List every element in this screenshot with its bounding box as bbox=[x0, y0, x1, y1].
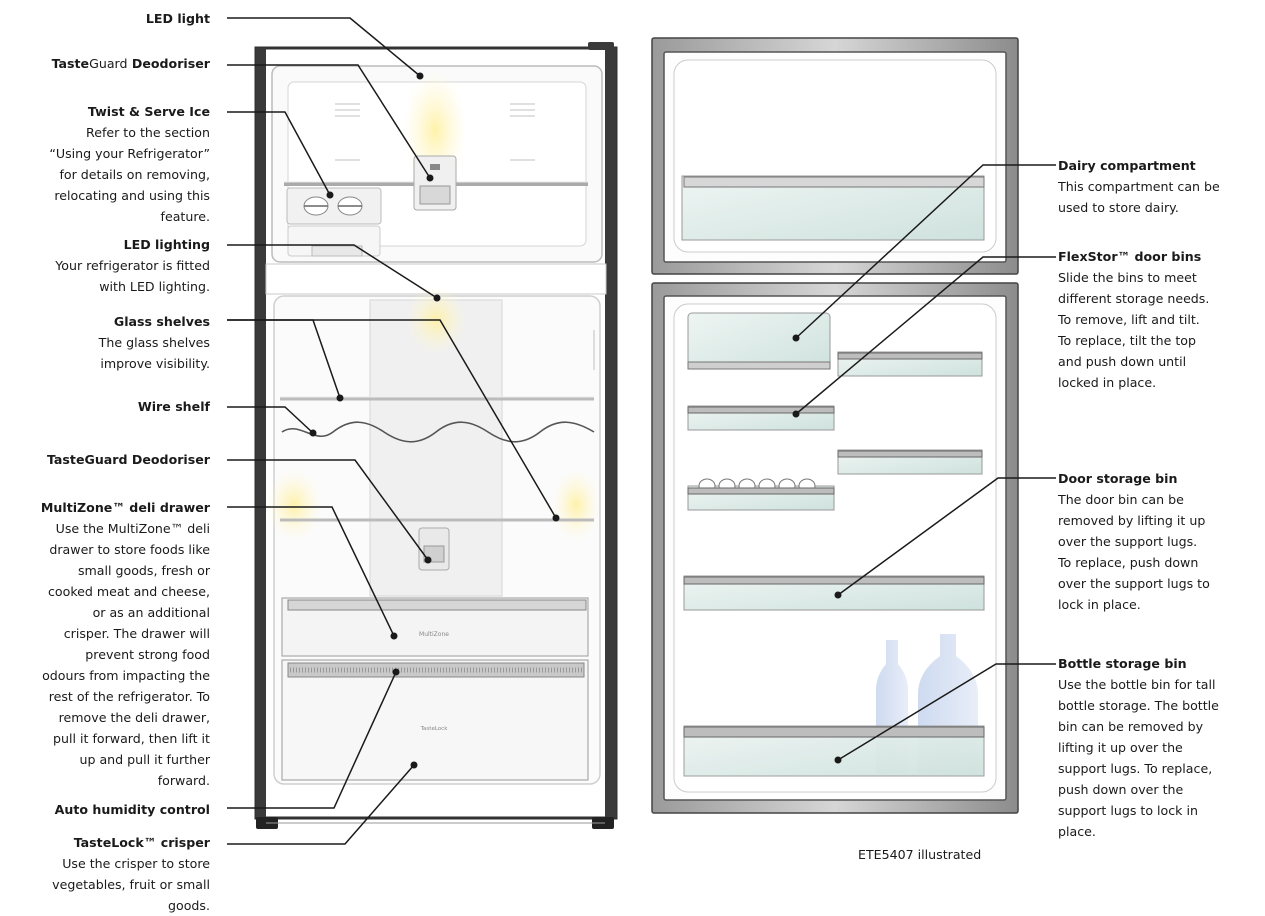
desc-line: locked in place. bbox=[1058, 375, 1157, 390]
label-desc: Your refrigerator is fitted with LED ligh… bbox=[55, 255, 210, 297]
desc-line: small goods, fresh or bbox=[77, 563, 210, 578]
desc-line: forward. bbox=[157, 773, 210, 788]
desc-line: over the support lugs to bbox=[1058, 576, 1210, 591]
label-title: TasteLock™ crisper bbox=[73, 835, 210, 850]
desc-line: Use the crisper to store bbox=[62, 856, 210, 871]
label-title: Dairy compartment bbox=[1058, 158, 1196, 173]
label-title: Glass shelves bbox=[113, 314, 210, 329]
label-desc: Slide the bins to meet different storage … bbox=[1058, 267, 1209, 393]
desc-line: odours from impacting the bbox=[42, 668, 210, 683]
label-desc: Use the crisper to store vegetables, frui… bbox=[52, 853, 210, 916]
crisper bbox=[281, 659, 589, 781]
desc-line: support lugs to lock in bbox=[1058, 803, 1198, 818]
desc-line: bin can be removed by bbox=[1058, 719, 1204, 734]
label-title: Twist & Serve Ice bbox=[87, 104, 210, 119]
desc-line: for details on removing, bbox=[59, 167, 210, 182]
drawer-logo: MultiZone bbox=[419, 631, 449, 638]
label-desc: Refer to the section “Using your Refriger… bbox=[49, 122, 210, 227]
label-title: Bottle storage bin bbox=[1058, 656, 1187, 671]
desc-line: goods. bbox=[168, 898, 210, 913]
label-auto-humidity: Auto humidity control bbox=[55, 799, 210, 820]
label-title: Auto humidity control bbox=[54, 802, 210, 817]
desc-line: prevent strong food bbox=[85, 647, 210, 662]
desc-line: “Using your Refrigerator” bbox=[49, 146, 210, 161]
fridge-door bbox=[651, 282, 1019, 814]
label-title: MultiZone™ deli drawer bbox=[40, 500, 210, 515]
label-glass-shelves: Glass shelves The glass shelves improve v… bbox=[99, 311, 210, 374]
desc-line: rest of the refrigerator. To bbox=[48, 689, 210, 704]
label-desc: Use the MultiZone™ deli drawer to store f… bbox=[41, 518, 210, 791]
callout-dots bbox=[309, 72, 842, 769]
label-title: LED light bbox=[145, 11, 210, 26]
label-twist-serve: Twist & Serve Ice Refer to the section “U… bbox=[49, 101, 210, 227]
desc-line: lock in place. bbox=[1058, 597, 1141, 612]
desc-line: Refer to the section bbox=[86, 125, 210, 140]
desc-line: Your refrigerator is fitted bbox=[55, 258, 210, 273]
crisper-logo: TasteLock bbox=[420, 726, 449, 732]
desc-line: To remove, lift and tilt. bbox=[1058, 312, 1200, 327]
fresh-food-compartment: MultiZone TasteLock bbox=[266, 286, 601, 785]
label-title: FlexStor™ door bins bbox=[1058, 249, 1202, 264]
desc-line: drawer to store foods like bbox=[49, 542, 210, 557]
label-bottle-bin: Bottle storage bin Use the bottle bin fo… bbox=[1058, 653, 1219, 842]
label-title: TasteGuard Deodoriser bbox=[51, 56, 210, 71]
desc-line: pull it forward, then lift it bbox=[53, 731, 210, 746]
label-desc: This compartment can be used to store dai… bbox=[1058, 176, 1220, 218]
label-desc: The door bin can be removed by lifting it… bbox=[1058, 489, 1210, 615]
freezer-door bbox=[651, 37, 1019, 275]
desc-line: relocating and using this bbox=[54, 188, 210, 203]
label-door-bin: Door storage bin The door bin can be remo… bbox=[1058, 468, 1210, 615]
desc-line: or as an additional bbox=[92, 605, 210, 620]
desc-line: support lugs. To replace, bbox=[1058, 761, 1213, 776]
ice-tray bbox=[286, 187, 382, 225]
label-title: LED lighting bbox=[123, 237, 210, 252]
desc-line: To replace, tilt the top bbox=[1058, 333, 1196, 348]
desc-line: cooked meat and cheese, bbox=[47, 584, 210, 599]
label-multizone: MultiZone™ deli drawer Use the MultiZone… bbox=[41, 497, 210, 791]
desc-line: up and pull it further bbox=[79, 752, 210, 767]
label-title: Door storage bin bbox=[1058, 471, 1178, 486]
desc-line: This compartment can be bbox=[1058, 179, 1220, 194]
label-led-lighting: LED lighting Your refrigerator is fitted… bbox=[55, 234, 210, 297]
desc-line: used to store dairy. bbox=[1058, 200, 1179, 215]
desc-line: remove the deli drawer, bbox=[58, 710, 210, 725]
callout-lines bbox=[227, 17, 1056, 845]
desc-line: lifting it up over the bbox=[1058, 740, 1183, 755]
desc-line: over the support lugs. bbox=[1058, 534, 1198, 549]
desc-line: vegetables, fruit or small bbox=[52, 877, 210, 892]
desc-line: place. bbox=[1058, 824, 1096, 839]
desc-line: To replace, push down bbox=[1058, 555, 1199, 570]
caption: ETE5407 illustrated bbox=[858, 847, 982, 862]
label-tasteguard-lower: TasteGuard Deodoriser bbox=[47, 449, 210, 470]
dairy-bin-upper bbox=[687, 312, 831, 370]
desc-line: push down over the bbox=[1058, 782, 1184, 797]
freezer-compartment bbox=[271, 65, 603, 263]
desc-line: The door bin can be bbox=[1058, 492, 1184, 507]
desc-line: Slide the bins to meet bbox=[1058, 270, 1197, 285]
desc-line: and push down until bbox=[1058, 354, 1187, 369]
label-wire-shelf: Wire shelf bbox=[138, 396, 210, 417]
desc-line: with LED lighting. bbox=[99, 279, 210, 294]
label-tastelock: TasteLock™ crisper Use the crisper to st… bbox=[52, 832, 210, 916]
desc-line: removed by lifting it up bbox=[1058, 513, 1206, 528]
label-desc: Use the bottle bin for tall bottle storag… bbox=[1058, 674, 1219, 842]
wire-shelf bbox=[281, 421, 595, 443]
desc-line: improve visibility. bbox=[100, 356, 210, 371]
label-title: Wire shelf bbox=[137, 399, 210, 414]
desc-line: bottle storage. The bottle bbox=[1058, 698, 1219, 713]
label-dairy: Dairy compartment This compartment can b… bbox=[1058, 155, 1220, 218]
label-flexstor: FlexStor™ door bins Slide the bins to me… bbox=[1058, 246, 1209, 393]
desc-line: Use the MultiZone™ deli bbox=[55, 521, 210, 536]
label-led-light: LED light bbox=[146, 8, 210, 29]
label-title: TasteGuard Deodoriser bbox=[46, 452, 210, 467]
label-desc: The glass shelves improve visibility. bbox=[99, 332, 210, 374]
desc-line: The glass shelves bbox=[98, 335, 210, 350]
label-tasteguard-top: TasteGuard Deodoriser bbox=[52, 53, 210, 74]
desc-line: crisper. The drawer will bbox=[63, 626, 210, 641]
desc-line: different storage needs. bbox=[1058, 291, 1210, 306]
desc-line: feature. bbox=[160, 209, 210, 224]
desc-line: Use the bottle bin for tall bbox=[1058, 677, 1216, 692]
